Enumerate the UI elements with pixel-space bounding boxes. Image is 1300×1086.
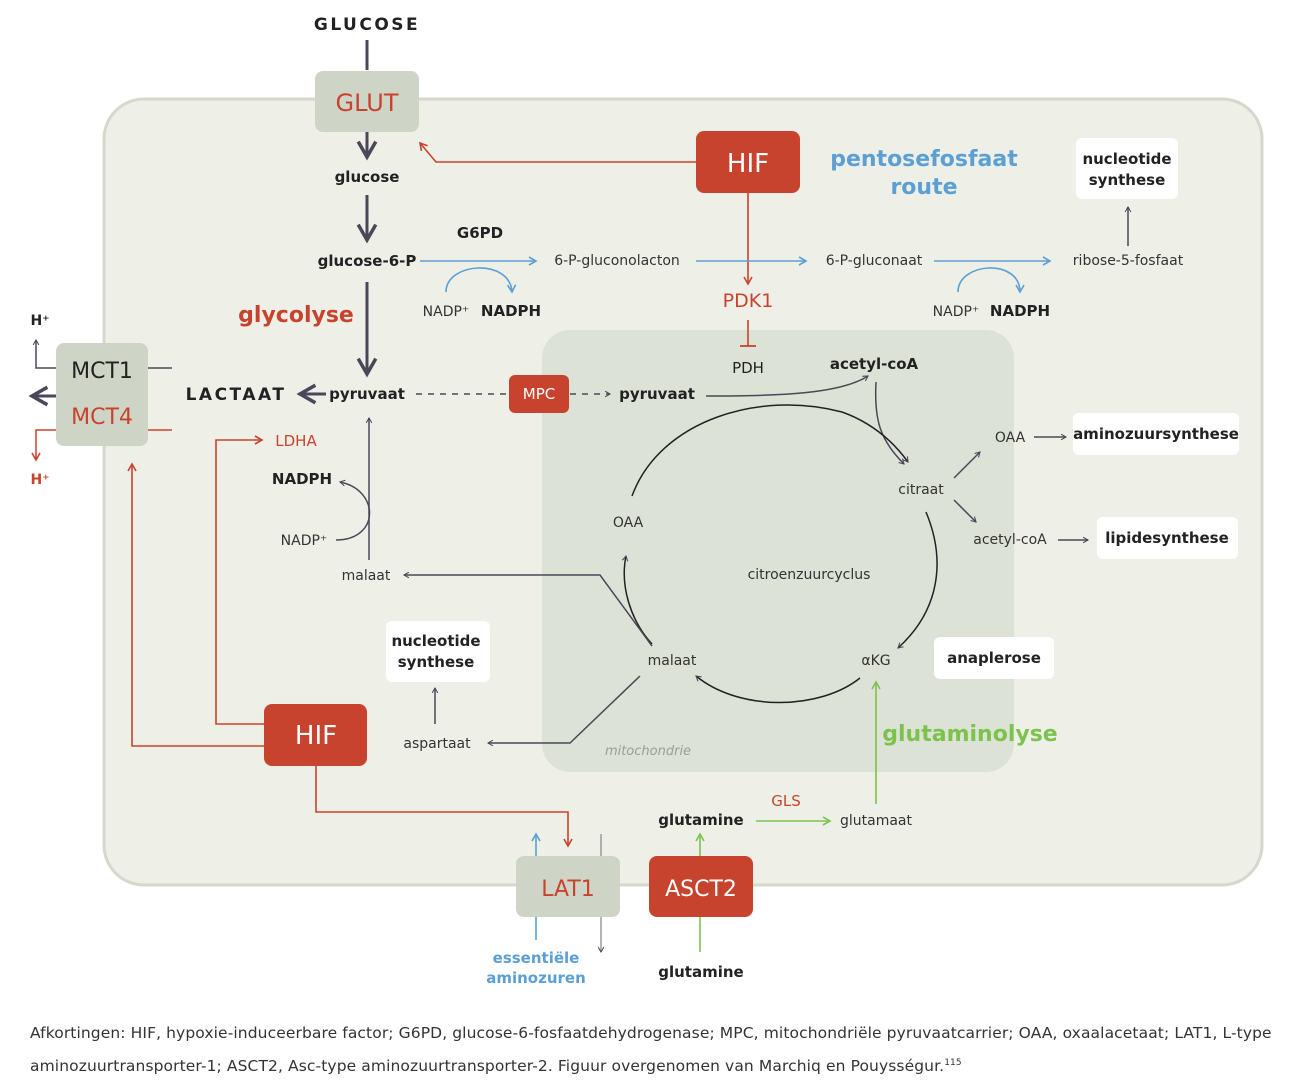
oaa-mito-label: OAA [613,515,644,531]
arrow-nadp-nadph-2 [957,267,1025,294]
citroen-label: citroenzuurcyclus [748,567,871,583]
ldha-label: LDHA [275,432,317,450]
mct-box [56,343,148,446]
mitochondrie-label: mitochondrie [605,744,691,759]
hif-top-box [696,131,800,193]
asct2-box [649,856,753,917]
arrow-malaat-aspartaat [486,675,641,747]
pentose-label: pentosefosfaat route [830,147,1018,200]
essentiele-line2: aminozuren [486,969,586,987]
arrow-hif-lat1 [315,766,573,848]
acetylcoa-right-label: acetyl-coA [973,532,1047,548]
h-top-label: H⁺ [30,313,49,329]
pentose-line1: pentosefosfaat [830,147,1018,172]
gluconaat-label: 6-P-gluconaat [826,253,923,269]
gls-label: GLS [771,792,801,810]
mpc-label: MPC [523,385,555,403]
lactaat-label: LACTAAT [186,385,287,405]
nucleotide-mid-label: nucleotide synthese [391,632,480,671]
arrow-hif-glut [418,141,696,163]
arrow-nadp-nadph-1 [445,267,517,294]
lipide-label: lipidesynthese [1105,529,1229,547]
arrow-nadp-nadph-3 [335,479,371,541]
glucose-label: glucose [335,168,400,186]
cycle-citraat-akg [897,511,938,649]
malaat-mito-label: malaat [648,653,697,669]
glutamaat-label: glutamaat [840,813,913,829]
akg-label: αKG [861,653,890,669]
cycle-akg-malaat [695,675,861,704]
nadp-2-label: NADP⁺ [933,304,980,320]
arrow-h-top [32,338,56,369]
nadph-1-label: NADPH [481,302,541,320]
anaplerose-box [934,637,1054,679]
mitochondrion [542,330,1014,772]
nucleotide-mid-line1: nucleotide [391,632,480,650]
arrow-pyruvaat-acetylcoa [705,375,869,397]
glut-label: GLUT [336,89,399,117]
arrow-citraat-acetylcoa [953,499,977,523]
lipide-box [1097,517,1238,559]
mpc-box [509,375,569,413]
pdk1-label: PDK1 [723,290,774,312]
hif-bottom-label: HIF [295,721,337,751]
nucleotide-top-label: nucleotide synthese [1082,150,1171,189]
glutaminolyse-label: glutaminolyse [882,722,1057,747]
essentiele-label: essentiële aminozuren [486,949,586,987]
asct2-label: ASCT2 [665,877,737,902]
pyruvaat-cyto-label: pyruvaat [329,385,405,403]
h-bottom-label: H⁺ [30,472,49,488]
mct1-label: MCT1 [71,359,133,384]
aminozuur-label: aminozuursynthese [1073,425,1239,443]
glucose-top-label: GLUCOSE [314,15,420,35]
caption-text: Afkortingen: HIF, hypoxie-induceerbare f… [30,1024,1272,1076]
pentose-line2: route [890,175,957,200]
malaat-cyto-label: malaat [342,568,391,584]
arrow-citraat-oaa [953,451,981,479]
nucleotide-mid-line2: synthese [398,653,475,671]
citraat-label: citraat [898,482,944,498]
ribose-label: ribose-5-fosfaat [1073,253,1184,269]
nadph-2-label: NADPH [990,302,1050,320]
caption-ref: 115 [944,1058,962,1068]
arrow-h-bottom [31,429,56,462]
hif-bottom-box [264,704,367,766]
mct4-label: MCT4 [71,405,133,430]
aspartaat-label: aspartaat [403,736,471,752]
oaa-right-label: OAA [995,430,1026,446]
glutamine-out-label: glutamine [658,963,743,981]
nadph-3-label: NADPH [272,470,332,488]
pdh-label: PDH [732,359,764,377]
nucleotide-mid-box [386,621,490,682]
nadp-3-label: NADP⁺ [281,533,328,549]
lat1-box [516,856,620,917]
nucleotide-top-box [1076,138,1178,199]
glutamine-in-label: glutamine [658,811,743,829]
arrow-hif-mct4 [127,462,264,747]
g6pd-label: G6PD [457,224,503,242]
arrow-acetylcoa-citraat [874,381,905,465]
glut-box [315,71,419,132]
hif-top-label: HIF [727,149,769,179]
nadp-1-label: NADP⁺ [423,304,470,320]
anaplerose-label: anaplerose [947,649,1041,667]
glycolyse-label: glycolyse [238,303,354,328]
arrow-malaat-out [402,571,653,647]
acetylcoa-top-label: acetyl-coA [830,355,919,373]
cycle-oaa-citraat [631,404,909,497]
nucleotide-top-line2: synthese [1089,171,1166,189]
essentiele-line1: essentiële [493,949,580,967]
gluconolacton-label: 6-P-gluconolacton [554,253,680,269]
nucleotide-top-line1: nucleotide [1082,150,1171,168]
pyruvaat-mito-label: pyruvaat [619,385,695,403]
aminozuur-box [1073,413,1239,455]
arrow-hif-ldha [215,435,264,725]
lat1-label: LAT1 [541,877,595,902]
glucose6p-label: glucose-6-P [318,252,417,270]
caption: Afkortingen: HIF, hypoxie-induceerbare f… [30,1018,1280,1081]
